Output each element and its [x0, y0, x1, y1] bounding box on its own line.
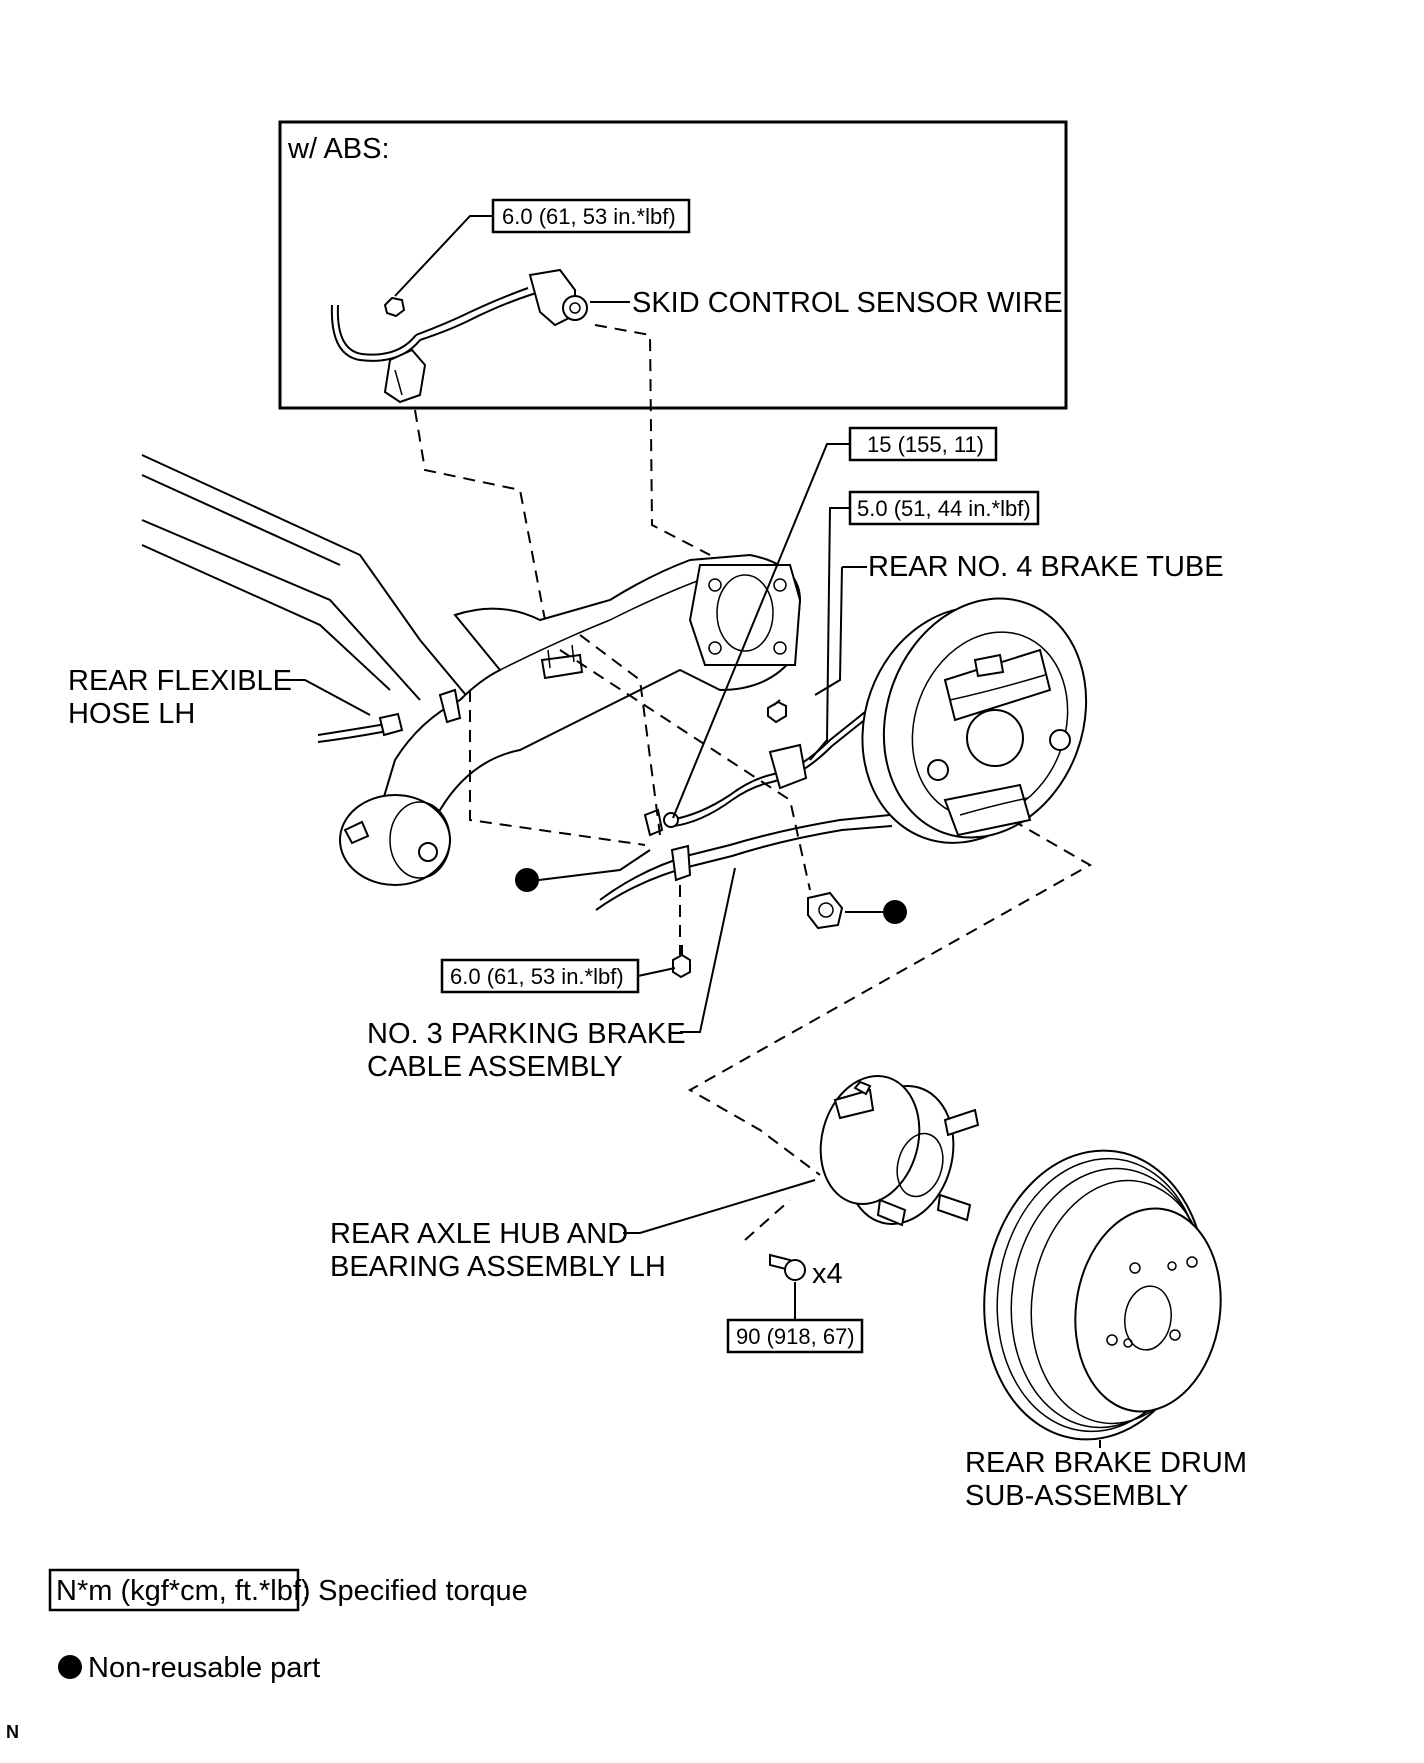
abs-title: w/ ABS: [287, 133, 390, 165]
torque-tube-nut: 5.0 (51, 44 in.*lbf) [857, 496, 1031, 521]
brake-backing-plate [861, 597, 1088, 844]
nonreusable-dot-icon [58, 1655, 82, 1679]
torque-bracket-bolt: 15 (155, 11) [867, 432, 984, 457]
abs-inset: w/ ABS: 6.0 (61, 53 in.*lbf) SKID CONTRO… [278, 120, 1068, 410]
rear-brake-drum [983, 1149, 1222, 1441]
corner-mark: N [6, 1722, 19, 1742]
label-drum-1: REAR BRAKE DRUM [965, 1447, 1247, 1479]
rear-axle-hub [819, 1074, 980, 1227]
label-rear-flexible-hose-1: REAR FLEXIBLE [68, 665, 292, 697]
label-rear-no4-brake-tube: REAR NO. 4 BRAKE TUBE [868, 551, 1224, 583]
legend-torque-text: : Specified torque [302, 1575, 528, 1607]
legend-torque-unit: N*m (kgf*cm, ft.*lbf) [56, 1575, 311, 1607]
rear-axle-beam [141, 454, 802, 886]
label-hub-bolt-qty: x4 [812, 1258, 843, 1290]
label-drum-2: SUB-ASSEMBLY [965, 1480, 1188, 1512]
label-skid-control-sensor-wire: SKID CONTROL SENSOR WIRE [632, 287, 1063, 319]
legend-nonreusable-text: Non-reusable part [88, 1652, 320, 1684]
label-hub-2: BEARING ASSEMBLY LH [330, 1251, 666, 1283]
torque-cable-bolt: 6.0 (61, 53 in.*lbf) [450, 964, 624, 989]
torque-hub-bolt: 90 (918, 67) [736, 1324, 855, 1349]
label-rear-flexible-hose-2: HOSE LH [68, 698, 195, 730]
label-parking-cable-2: CABLE ASSEMBLY [367, 1051, 623, 1083]
torque-abs-bolt: 6.0 (61, 53 in.*lbf) [502, 204, 676, 229]
label-parking-cable-1: NO. 3 PARKING BRAKE [367, 1018, 686, 1050]
label-hub-1: REAR AXLE HUB AND [330, 1218, 628, 1250]
